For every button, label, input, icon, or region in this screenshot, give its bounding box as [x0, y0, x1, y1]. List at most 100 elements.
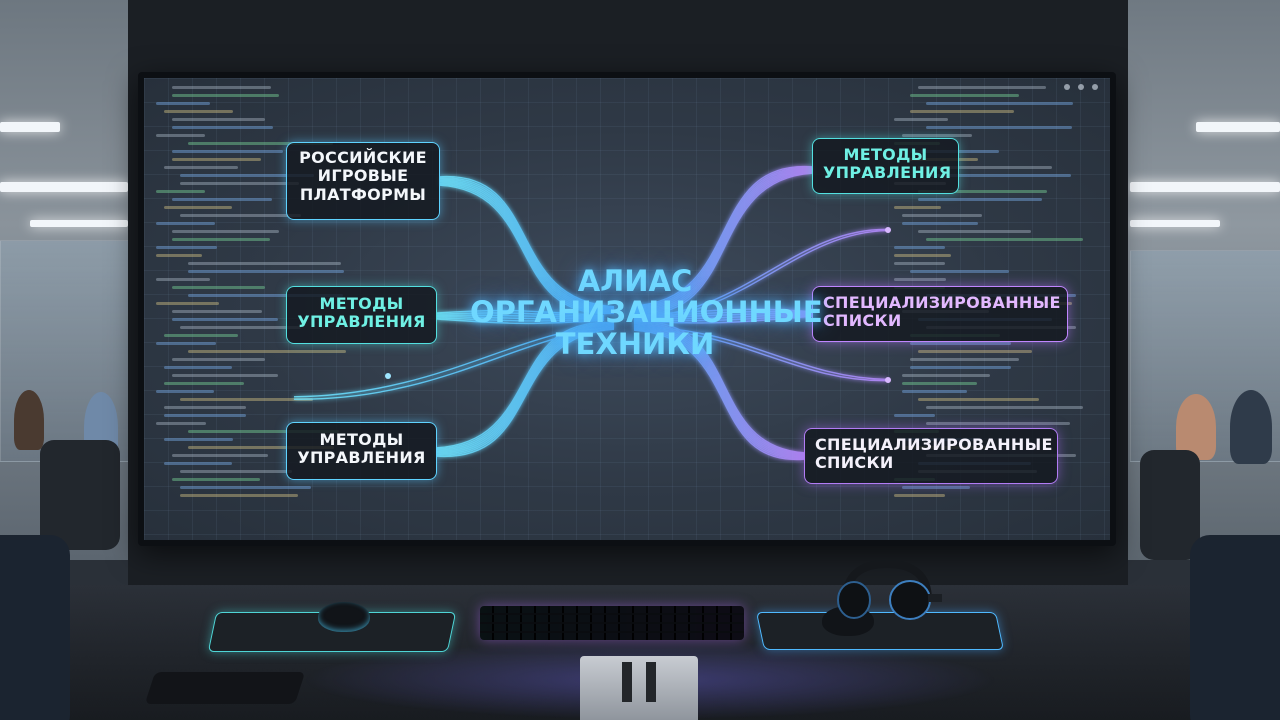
ceiling-light — [0, 182, 128, 192]
code-line — [902, 374, 990, 377]
window-controls — [1064, 84, 1098, 90]
code-line — [894, 262, 945, 265]
connector-line — [633, 169, 813, 312]
code-line — [926, 174, 1071, 177]
connector-line — [633, 314, 813, 322]
window-dot-icon — [1064, 84, 1070, 90]
node-label-line: ПЛАТФОРМЫ — [299, 184, 427, 204]
code-line — [188, 446, 335, 449]
node-label-line: МЕТОДЫ — [319, 430, 404, 449]
code-line — [188, 294, 343, 297]
mindmap-node-management-methods-left-bottom: МЕТОДЫ УПРАВЛЕНИЯ — [286, 422, 437, 480]
connector-line — [633, 326, 889, 381]
connector-line — [633, 322, 805, 455]
code-line — [164, 166, 239, 169]
code-line — [172, 310, 263, 313]
code-line — [164, 406, 247, 409]
code-line — [156, 390, 215, 393]
connector-line — [633, 166, 813, 307]
code-line — [172, 158, 262, 161]
connector-line — [293, 326, 615, 398]
code-line — [172, 118, 266, 121]
code-line — [918, 190, 1047, 193]
connector-line — [436, 314, 605, 319]
laptop-stand — [580, 656, 698, 720]
center-title-line: АЛИАС — [577, 264, 693, 298]
code-line — [164, 438, 233, 441]
code-line — [902, 382, 977, 385]
code-line — [156, 342, 217, 345]
connector-line — [633, 328, 805, 459]
code-line — [156, 102, 210, 105]
office-chair-left — [0, 535, 70, 720]
code-line — [894, 278, 947, 281]
code-line — [172, 286, 266, 289]
code-line — [910, 94, 1020, 97]
code-line — [164, 110, 234, 113]
ceiling-light — [1196, 122, 1280, 132]
background-person — [14, 390, 44, 450]
mindmap-node-russian-gaming-platforms: РОССИЙСКИЕ ИГРОВЫЕ ПЛАТФОРМЫ — [286, 142, 440, 220]
connector-line — [293, 328, 615, 400]
code-line — [164, 366, 232, 369]
code-line — [172, 478, 261, 481]
code-line — [188, 270, 345, 273]
code-line — [894, 246, 945, 249]
connector-line — [439, 177, 615, 309]
node-label-line: УПРАВЛЕНИЯ — [823, 163, 952, 183]
code-line — [918, 198, 1042, 201]
connector-line — [436, 322, 615, 449]
node-label-line: МЕТОДЫ — [319, 294, 404, 313]
connector-line — [633, 329, 805, 460]
node-label-line: СПИСКИ — [823, 311, 902, 331]
code-line — [180, 182, 299, 185]
center-title-line: ТЕХНИКИ — [555, 326, 715, 361]
code-line — [188, 430, 340, 433]
node-label-line: МЕТОДЫ — [843, 145, 928, 164]
mindmap-node-specialized-lists-right: СПЕЦИАЛИЗИРОВАННЫЕ СПИСКИ — [812, 286, 1068, 342]
code-line — [894, 118, 949, 121]
connector-dot — [385, 373, 391, 379]
code-line — [910, 366, 1012, 369]
code-line — [188, 142, 334, 145]
background-chair — [40, 440, 120, 550]
code-line — [156, 190, 206, 193]
code-line — [910, 110, 1015, 113]
node-label-line: ИГРОВЫЕ — [317, 166, 409, 186]
mindmap-node-management-methods-right: МЕТОДЫ УПРАВЛЕНИЯ — [812, 138, 959, 194]
code-line — [902, 134, 973, 137]
center-title-line: ОРГАНИЗАЦИОННЫЕ — [470, 295, 823, 330]
connector-line — [633, 172, 813, 315]
connector-line — [439, 183, 615, 313]
code-line — [172, 358, 266, 361]
code-line — [180, 470, 293, 473]
code-line — [180, 494, 299, 497]
node-label-line: РОССИЙСКИЕ — [299, 148, 427, 167]
node-label-line: СПИСКИ — [815, 453, 894, 473]
connector-line — [436, 315, 605, 320]
code-line — [918, 230, 1031, 233]
code-line — [180, 398, 313, 401]
connector-dot — [885, 377, 891, 383]
keyboard-key-rows — [480, 606, 744, 640]
code-line — [910, 270, 1009, 273]
headphones-icon — [837, 560, 942, 620]
code-line — [918, 350, 1033, 353]
connector-line — [633, 315, 813, 324]
connector-line — [436, 317, 605, 322]
mindmap-connector-lines — [293, 166, 891, 460]
code-line — [926, 126, 1073, 129]
code-line — [918, 166, 1053, 169]
node-label-line: УПРАВЛЕНИЯ — [297, 448, 426, 468]
stand-slot — [622, 662, 632, 702]
code-line — [172, 198, 272, 201]
code-line — [172, 230, 280, 233]
connector-line — [633, 328, 889, 382]
connector-line — [633, 171, 813, 314]
ceiling-light — [1130, 182, 1280, 192]
stand-slot — [646, 662, 656, 702]
code-line — [180, 326, 301, 329]
connector-line — [436, 324, 615, 453]
connector-line — [439, 180, 615, 312]
